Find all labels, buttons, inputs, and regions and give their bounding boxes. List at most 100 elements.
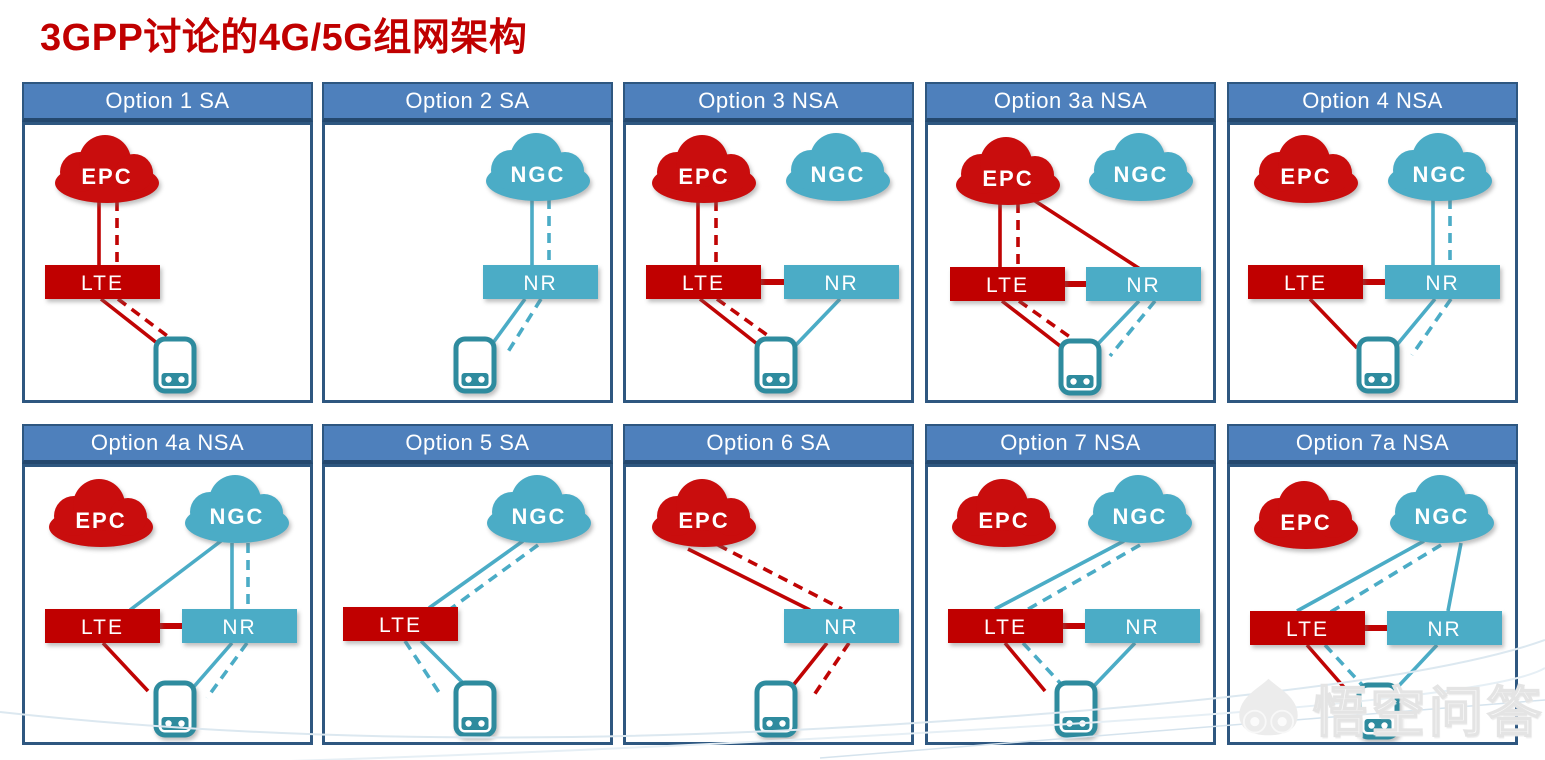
solid-blue-link bbox=[791, 297, 842, 350]
lte-box: LTE bbox=[950, 267, 1065, 301]
solid-red-link bbox=[687, 547, 811, 612]
svg-text:NR: NR bbox=[824, 616, 858, 639]
svg-text:NGC: NGC bbox=[811, 162, 866, 187]
dashed-red-link bbox=[116, 297, 176, 343]
diagram-option-3a-nsa: EPC NGC LTE NR bbox=[950, 133, 1201, 396]
nr-box: NR bbox=[1085, 609, 1200, 643]
phone-icon bbox=[153, 680, 197, 738]
panel-option-3a-nsa: Option 3a NSA EPC NGC LTE NR bbox=[925, 82, 1216, 403]
svg-text:NGC: NGC bbox=[512, 504, 567, 529]
solid-red-link bbox=[101, 641, 150, 693]
lte-box: LTE bbox=[45, 609, 160, 643]
epc-cloud: EPC bbox=[952, 479, 1056, 547]
nr-box: NR bbox=[784, 265, 899, 299]
svg-text:LTE: LTE bbox=[379, 614, 422, 637]
diagram-option-7a-nsa: EPC NGC LTE NR bbox=[1250, 475, 1502, 740]
svg-text:NGC: NGC bbox=[511, 162, 566, 187]
svg-text:NGC: NGC bbox=[1415, 504, 1470, 529]
solid-blue-link bbox=[128, 539, 223, 612]
nr-box: NR bbox=[182, 609, 297, 643]
solid-blue-link bbox=[1296, 539, 1425, 613]
svg-text:NR: NR bbox=[1427, 618, 1461, 641]
ngc-cloud: NGC bbox=[486, 133, 590, 201]
svg-text:NR: NR bbox=[1125, 616, 1159, 639]
solid-blue-link bbox=[1092, 299, 1141, 350]
solid-blue-link bbox=[189, 641, 234, 692]
solid-red-link bbox=[698, 297, 763, 349]
dashed-red-link bbox=[1017, 299, 1079, 344]
lte-box: LTE bbox=[1250, 611, 1365, 645]
epc-cloud: EPC bbox=[956, 137, 1060, 205]
phone-icon bbox=[754, 336, 798, 394]
solid-red-link bbox=[1308, 297, 1359, 350]
phone-icon bbox=[153, 336, 197, 394]
dashed-blue-link bbox=[1410, 297, 1453, 357]
solid-blue-link bbox=[1446, 542, 1463, 612]
lte-box: LTE bbox=[646, 265, 761, 299]
phone-icon bbox=[453, 680, 497, 738]
svg-text:NR: NR bbox=[1425, 272, 1459, 295]
svg-text:LTE: LTE bbox=[986, 274, 1029, 297]
panel-title: Option 1 SA bbox=[22, 82, 313, 122]
diagram-option-6-sa: EPC NR bbox=[652, 479, 899, 738]
phone-icon bbox=[1054, 680, 1098, 738]
svg-text:LTE: LTE bbox=[1286, 618, 1329, 641]
nr-box: NR bbox=[1385, 265, 1500, 299]
svg-text:LTE: LTE bbox=[81, 616, 124, 639]
svg-text:LTE: LTE bbox=[1284, 272, 1327, 295]
solid-red-link bbox=[1028, 195, 1141, 271]
solid-blue-link bbox=[994, 539, 1125, 611]
ngc-cloud: NGC bbox=[786, 133, 890, 201]
svg-text:EPC: EPC bbox=[678, 508, 729, 533]
svg-text:EPC: EPC bbox=[81, 164, 132, 189]
dashed-blue-link bbox=[1024, 543, 1141, 613]
nr-box: NR bbox=[1086, 267, 1201, 301]
solid-red-link bbox=[789, 641, 829, 690]
svg-text:EPC: EPC bbox=[1280, 164, 1331, 189]
dashed-blue-link bbox=[504, 298, 543, 356]
epc-cloud: EPC bbox=[55, 135, 159, 203]
phone-icon bbox=[754, 680, 798, 738]
svg-text:NR: NR bbox=[824, 272, 858, 295]
phone-icon bbox=[1356, 682, 1400, 740]
panel-title: Option 7a NSA bbox=[1227, 424, 1518, 464]
dashed-red-link bbox=[717, 543, 843, 611]
panel-title: Option 7 NSA bbox=[925, 424, 1216, 464]
nr-box: NR bbox=[784, 609, 899, 643]
panel-title: Option 5 SA bbox=[322, 424, 613, 464]
panel-title: Option 3a NSA bbox=[925, 82, 1216, 122]
panel-title: Option 4 NSA bbox=[1227, 82, 1518, 122]
lte-box: LTE bbox=[343, 607, 458, 641]
svg-text:NGC: NGC bbox=[210, 504, 265, 529]
epc-cloud: EPC bbox=[1254, 481, 1358, 549]
solid-red-link bbox=[1305, 643, 1351, 695]
panel-diagram: EPC NGC LTE NR bbox=[925, 122, 1216, 403]
panel-title: Option 2 SA bbox=[322, 82, 613, 122]
dashed-red-link bbox=[810, 641, 851, 700]
diagram-option-5-sa: NGC LTE bbox=[343, 475, 591, 738]
lte-box: LTE bbox=[1248, 265, 1363, 299]
svg-text:NR: NR bbox=[222, 616, 256, 639]
dashed-blue-link bbox=[1328, 543, 1442, 615]
svg-text:EPC: EPC bbox=[1280, 510, 1331, 535]
solid-red-link bbox=[1003, 641, 1047, 693]
dashed-blue-link bbox=[1323, 643, 1366, 689]
panel-diagram: NGC LTE bbox=[322, 464, 613, 745]
solid-blue-link bbox=[1392, 643, 1439, 693]
phone-icon bbox=[1356, 336, 1400, 394]
panel-title: Option 3 NSA bbox=[623, 82, 914, 122]
svg-text:NGC: NGC bbox=[1114, 162, 1169, 187]
svg-text:EPC: EPC bbox=[978, 508, 1029, 533]
